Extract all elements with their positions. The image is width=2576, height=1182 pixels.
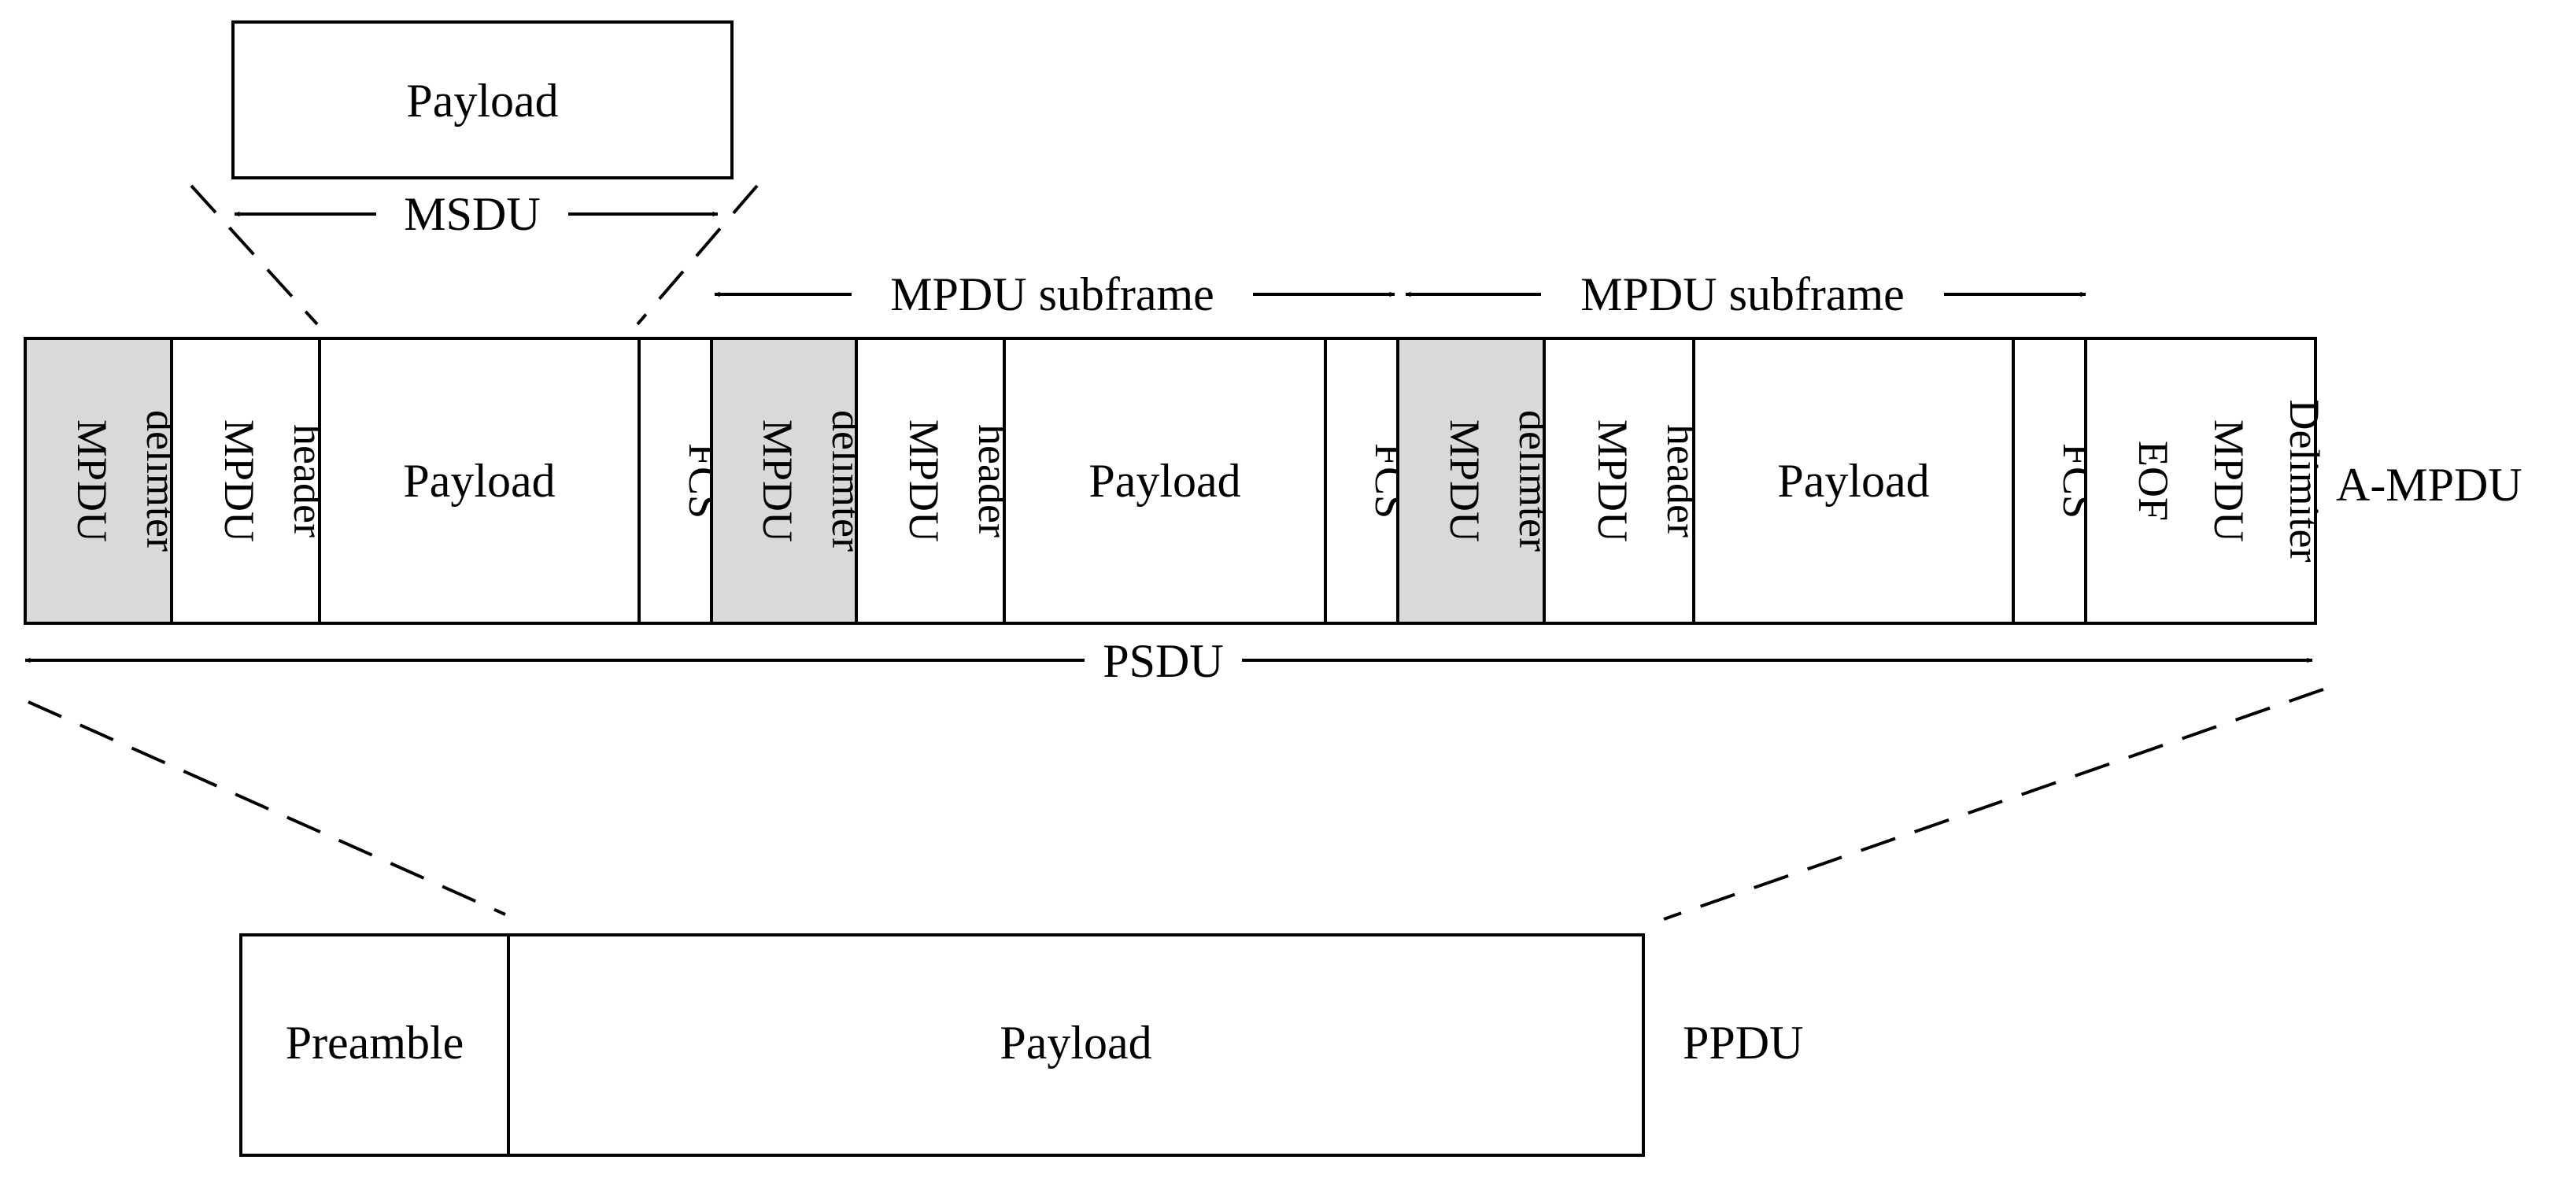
psdu-arrow: PSDU [24, 635, 2313, 687]
ampdu-cell-8: FCS [1324, 337, 1414, 625]
msdu-label: MSDU [404, 188, 540, 240]
ampdu-cell-4: FCS [638, 337, 727, 625]
ampdu-cell-label-line: MPDU [900, 419, 948, 542]
ampdu-cell-label-line: EOF [2130, 441, 2177, 521]
ppdu-row-label: PPDU [1683, 1017, 1803, 1069]
ppdu-payload-label: Payload [1000, 1017, 1151, 1069]
ampdu-cell-label-line: MPDU [1441, 419, 1488, 542]
ampdu-cell-13: EOF MPDU Delimiter [2084, 337, 2328, 625]
ppdu-payload-cell [507, 933, 1645, 1157]
ampdu-cell-box [638, 337, 713, 625]
ampdu-cell-box [1003, 337, 1327, 625]
ampdu-cell-box [2012, 337, 2087, 625]
ampdu-cell-label-line: MPDU [754, 419, 801, 542]
mpdu-subframe-label-2: MPDU subframe [1580, 268, 1905, 320]
msdu-projection-left [190, 184, 319, 326]
mpdu-subframe-arrow-1: MPDU subframe [714, 268, 1395, 320]
msdu-payload-label: Payload [406, 75, 558, 127]
mpdu-subframe-label-1: MPDU subframe [890, 268, 1214, 320]
ampdu-cell-7: Payload [1003, 337, 1327, 625]
ampdu-cell-label-line: MPDU [1589, 419, 1636, 542]
psdu-label: PSDU [1103, 635, 1223, 687]
ampdu-cell-label-line: MPDU [68, 419, 116, 542]
ampdu-cell-box [170, 337, 321, 625]
ampdu-cell-box [2084, 337, 2317, 625]
ampdu-row-label: A-MPDU [2336, 459, 2522, 511]
psdu-projection-right [1663, 688, 2324, 921]
ampdu-cell-label: Payload [1777, 455, 1929, 507]
msdu-arrow: MSDU [234, 188, 719, 240]
ppdu-preamble-cell [239, 933, 510, 1157]
ampdu-cell-box [1692, 337, 2015, 625]
ampdu-cell-label-line: MPDU [216, 419, 263, 542]
ampdu-cell-12: FCS [2012, 337, 2101, 625]
ampdu-cell-label-line: MPDU [2205, 419, 2253, 542]
ampdu-cell-box [1324, 337, 1399, 625]
ampdu-cell-box [318, 337, 641, 625]
ampdu-cell-box [1543, 337, 1695, 625]
ampdu-cell-label: Payload [1088, 455, 1240, 507]
msdu-payload-box: Payload [231, 20, 734, 179]
ampdu-cell-label-line: Delimiter [2281, 400, 2328, 563]
ampdu-cell-shaded-box [710, 337, 858, 625]
ampdu-cell-shaded-box [1396, 337, 1546, 625]
msdu-projection-right [636, 184, 759, 326]
ampdu-cell-label: Payload [403, 455, 555, 507]
mpdu-subframe-arrow-2: MPDU subframe [1405, 268, 2086, 320]
ppdu-row: Preamble Payload [239, 933, 1645, 1157]
psdu-projection-left [28, 700, 506, 916]
ppdu-preamble-label: Preamble [286, 1017, 464, 1069]
ampdu-cell-11: Payload [1692, 337, 2015, 625]
ampdu-cell-3: Payload [318, 337, 641, 625]
